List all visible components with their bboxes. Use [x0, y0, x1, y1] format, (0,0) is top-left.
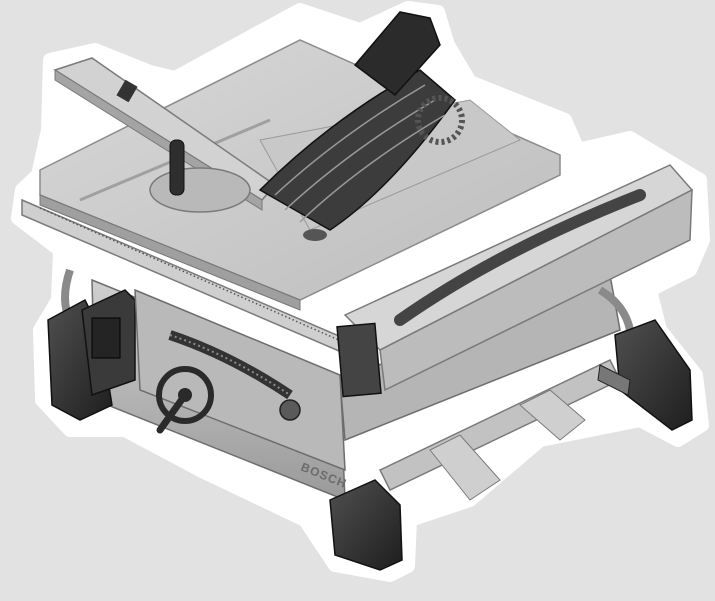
- blade-guard: [258, 11, 465, 231]
- handwheel: [156, 366, 301, 434]
- rip-fence: [336, 164, 694, 398]
- front-panel: [134, 288, 346, 472]
- miter-gauge: [53, 57, 277, 213]
- motor-housing: [81, 289, 136, 397]
